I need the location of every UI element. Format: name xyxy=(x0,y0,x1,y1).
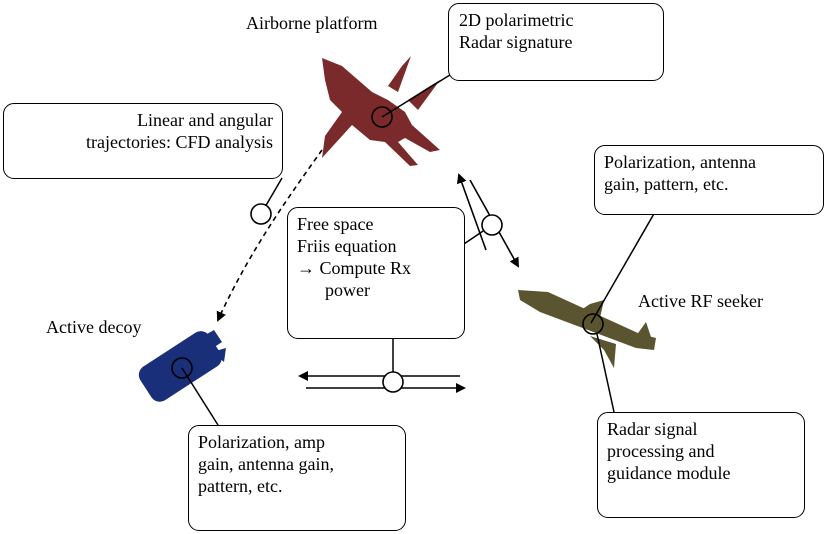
trajectories-box: Linear and angular trajectories: CFD ana… xyxy=(3,103,283,179)
active-decoy-label: Active decoy xyxy=(46,317,142,337)
seeker-point xyxy=(582,313,604,335)
callout-points xyxy=(171,106,604,393)
airborne-platform-label: Airborne platform xyxy=(246,13,378,33)
decoy-point xyxy=(171,357,193,379)
trajectory-point xyxy=(250,203,272,225)
radar-signature-box: 2D polarimetric Radar signature xyxy=(448,3,664,81)
platform-point xyxy=(371,106,393,128)
seeker-polarization-box: Polarization, antenna gain, pattern, etc… xyxy=(594,145,824,215)
link-point-diagonal xyxy=(481,214,503,236)
decoy-polarization-box: Polarization, amp gain, antenna gain, pa… xyxy=(188,425,406,531)
decoy-icon xyxy=(138,330,226,402)
link-arrow-to-platform xyxy=(457,173,487,251)
trajectory-arrow xyxy=(216,149,323,322)
aircraft-icon xyxy=(322,56,440,166)
signal-processing-box: Radar signal processing and guidance mod… xyxy=(597,412,805,518)
active-rf-seeker-label: Active RF seeker xyxy=(638,291,763,311)
link-point-horizontal xyxy=(382,371,404,393)
missile-icon xyxy=(518,290,656,368)
free-space-box: Free space Friis equation → Compute Rx p… xyxy=(287,207,465,339)
